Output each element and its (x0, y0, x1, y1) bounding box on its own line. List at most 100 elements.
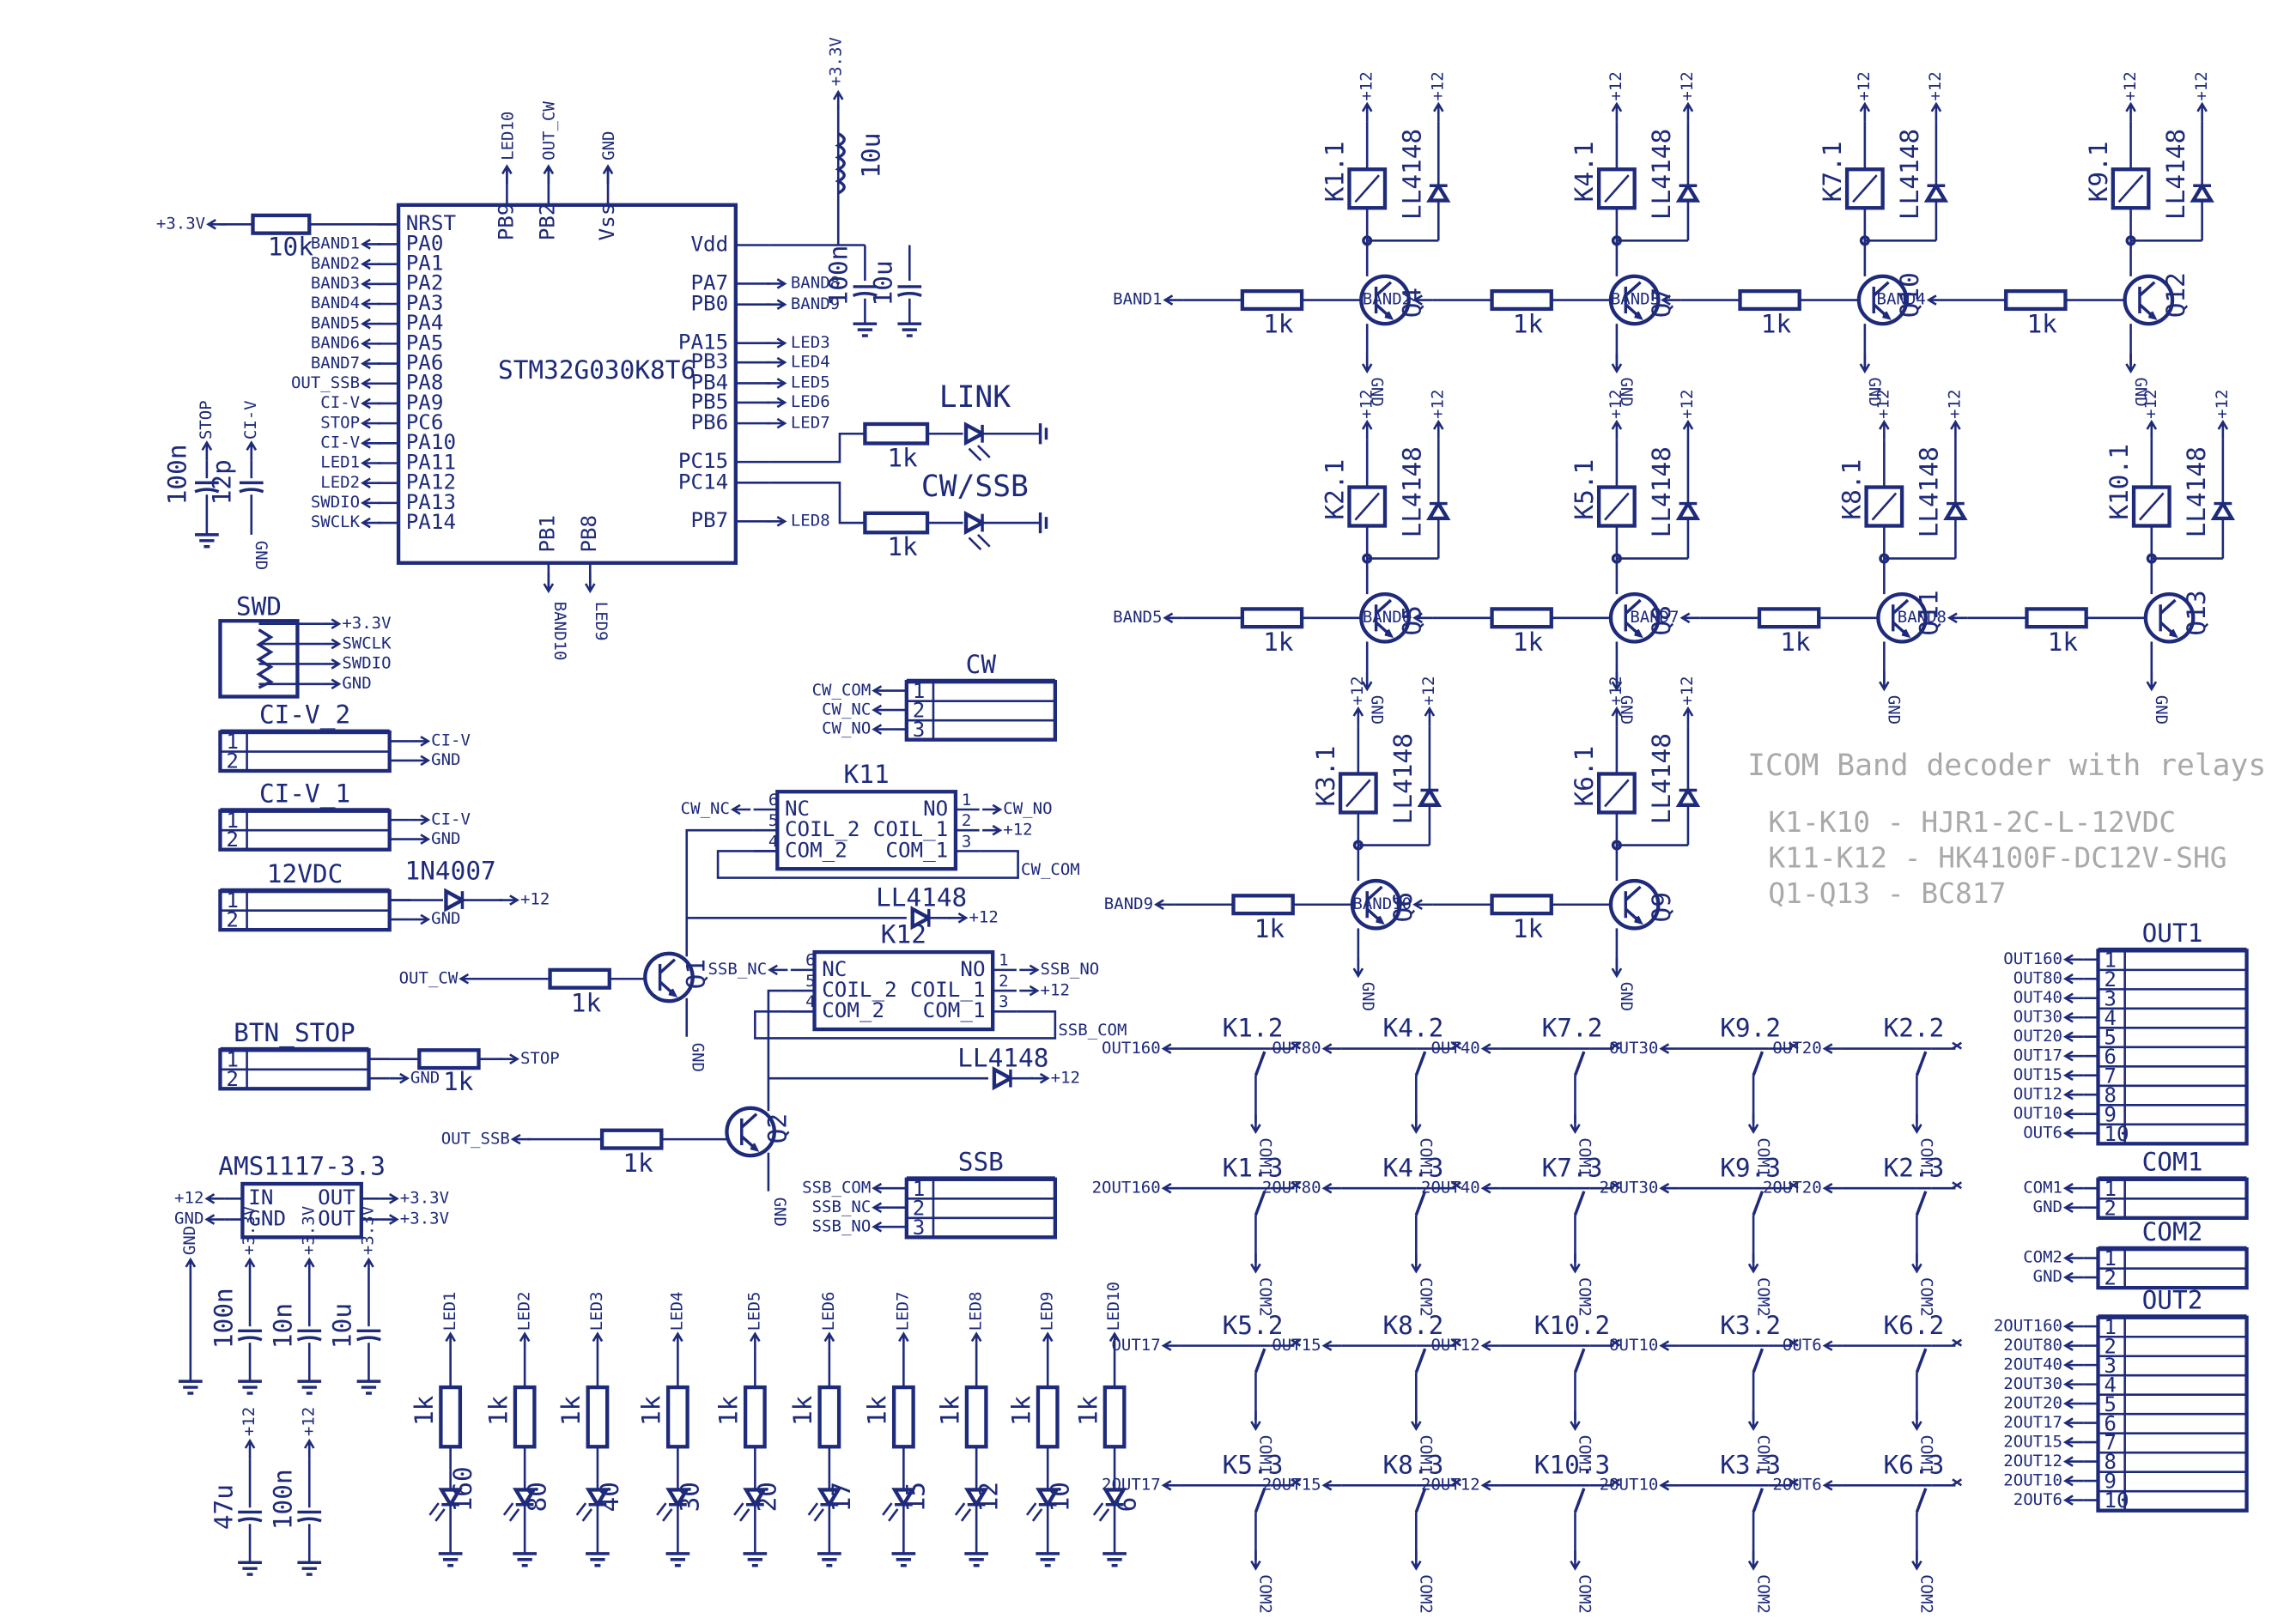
mcu-pin: PB4 (690, 370, 728, 394)
wire (1352, 706, 1364, 717)
resistor-value: 1k (887, 532, 918, 561)
wire (832, 89, 844, 100)
bypass-cap-0: GND (178, 1226, 203, 1395)
wire (2062, 1031, 2074, 1043)
notes-line: Q1-Q13 - BC817 (1768, 876, 2006, 910)
net-label: BAND1 (311, 234, 360, 253)
wire (1752, 1488, 1765, 1513)
net-label: OUT_CW (399, 968, 459, 987)
wire (776, 378, 787, 389)
pin-number: 4 (805, 992, 815, 1011)
net-label: 2OUT10 (2003, 1470, 2062, 1489)
wire (1659, 1340, 1670, 1351)
net-label: 2OUT20 (1763, 1178, 1822, 1197)
pin-number: 1 (999, 951, 1008, 970)
relay-pin: COM_1 (885, 838, 948, 862)
diode (2190, 182, 2214, 203)
wire (361, 239, 371, 250)
net-label: LED3 (587, 1292, 606, 1331)
transistor-name: Q12 (2161, 272, 2190, 318)
wire (872, 1221, 883, 1233)
wire (882, 1502, 893, 1516)
net-label: +3.3V (240, 1206, 258, 1255)
net-label: LED7 (791, 413, 830, 432)
wire (361, 517, 371, 529)
capacitor (194, 481, 220, 494)
transistor-name: Q6 (1388, 892, 1418, 922)
wire (2217, 419, 2229, 430)
wire (2062, 1359, 2074, 1371)
wire (1411, 1421, 1422, 1432)
relay-pin: NC (822, 957, 847, 981)
wire (361, 497, 371, 509)
wire (331, 638, 342, 650)
led-band-label: 160 (448, 1466, 477, 1512)
wire (361, 397, 371, 409)
led-band-label: 12 (974, 1482, 1003, 1512)
mcu-pin: PB7 (690, 508, 728, 532)
wire (592, 1331, 604, 1343)
resistor-body (1490, 288, 1553, 312)
pin-number: 2 (226, 828, 239, 852)
wire (1747, 1263, 1759, 1274)
mcu-pin: PA3 (406, 291, 444, 315)
wire (1384, 628, 1394, 639)
relay-pin: NO (923, 797, 948, 821)
wire (733, 1502, 744, 1516)
ground-symbol (238, 1561, 262, 1576)
capacitor (296, 1510, 322, 1523)
wire (459, 973, 470, 985)
wire (361, 278, 371, 290)
wire (1747, 1124, 1759, 1134)
wire (1153, 899, 1164, 911)
wire (1432, 419, 1444, 430)
capacitor-value: 12p (208, 459, 237, 505)
wire (361, 258, 371, 270)
connector-title: CW (966, 650, 997, 679)
capacitor (852, 285, 878, 297)
relay-name: K12 (881, 920, 926, 949)
wire (776, 299, 787, 311)
wire (519, 1331, 531, 1343)
net-label: LED9 (592, 602, 610, 641)
net-label: +12 (1419, 676, 1438, 706)
net-label: BAND6 (1363, 608, 1412, 627)
wire (2062, 1088, 2074, 1101)
contact-name: K3.3 (1720, 1450, 1781, 1479)
net-label: CW_NC (681, 799, 730, 818)
junction (1362, 553, 1373, 564)
net-label: 2OUT6 (2014, 1490, 2062, 1509)
transistor-name: Q9 (1647, 892, 1676, 922)
diode (910, 906, 933, 931)
diode-name: LL4148 (2182, 446, 2211, 537)
net-label: GND (180, 1226, 199, 1255)
resistor-value: 1k (887, 443, 918, 472)
resistor-value: 1k (2026, 310, 2057, 339)
net-label: 2OUT10 (1600, 1475, 1659, 1494)
resistor-body (1102, 1385, 1127, 1449)
led-band-label: 10 (1045, 1482, 1074, 1512)
wire (602, 164, 614, 175)
wire (508, 1508, 520, 1522)
net-label: 2OUT17 (2003, 1413, 2062, 1432)
net-label: COM1 (1417, 1434, 1436, 1474)
wire (776, 417, 787, 429)
net-label: BAND4 (311, 294, 360, 312)
pin-number: 3 (962, 832, 971, 851)
wire (2117, 174, 2144, 203)
wire (776, 356, 787, 368)
net-label: 2OUT12 (2003, 1452, 2062, 1470)
capacitor (296, 1329, 322, 1342)
wire (992, 824, 1003, 836)
